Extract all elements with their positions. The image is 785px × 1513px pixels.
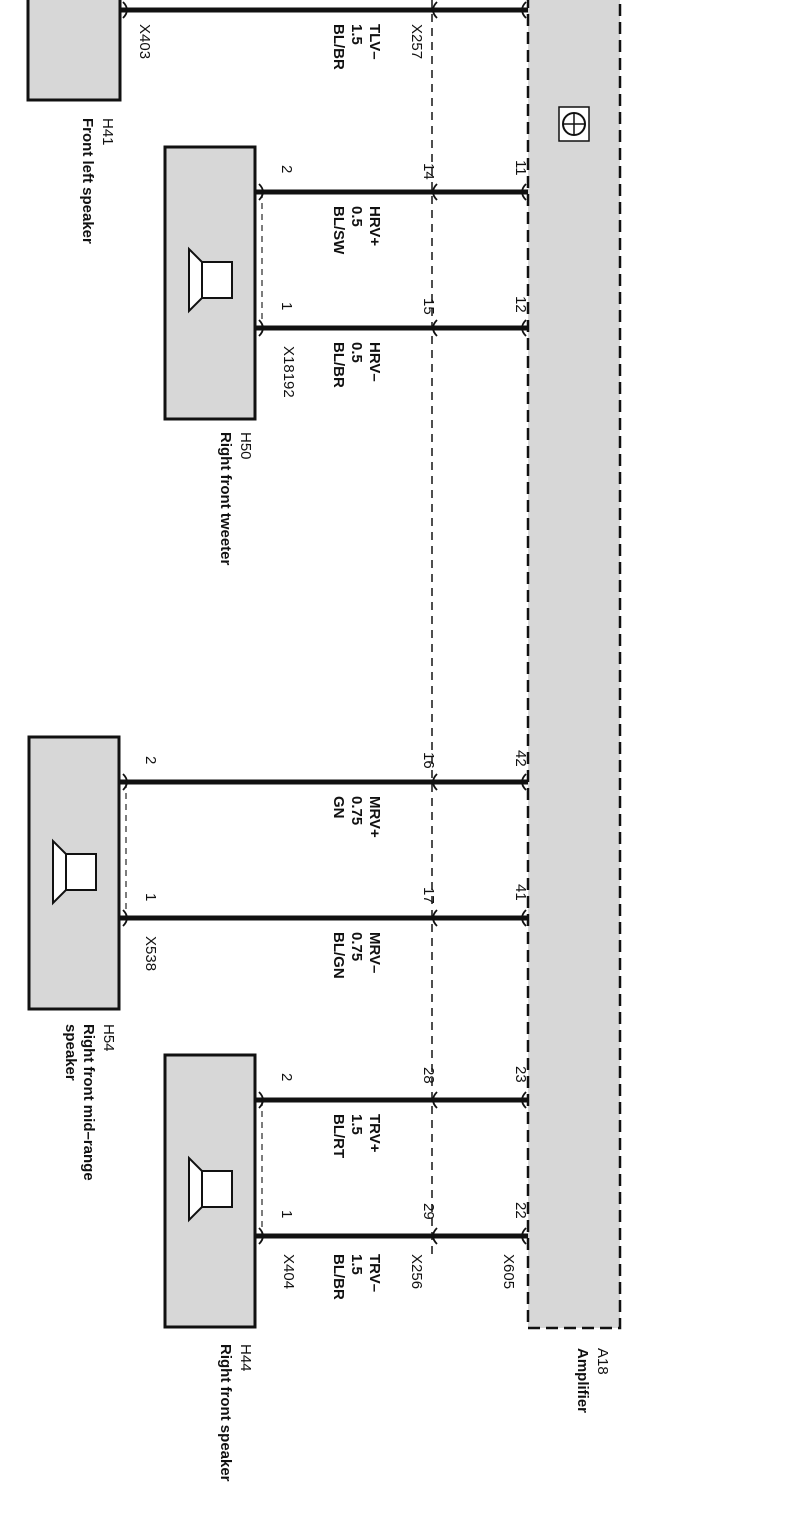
bmw-logo-icon — [558, 106, 590, 142]
wire-mrv-plus-color: GN — [330, 796, 347, 819]
h54-connector: X538 — [142, 936, 159, 971]
h54-name-line1: Right front mid–range — [80, 1024, 97, 1181]
wire-hrv-minus-gauge: 0.5 — [348, 342, 365, 363]
wire-trv-minus-signal: TRV– — [366, 1254, 383, 1292]
amplifier-id: A18 — [594, 1348, 611, 1375]
speaker-icon — [188, 1155, 233, 1223]
mrv-plus-amp-pin: 42 — [512, 750, 529, 767]
inline-connector-x256: X256 — [408, 1254, 425, 1289]
wire-trv-minus-color: BL/BR — [330, 1254, 347, 1300]
amplifier-outline — [526, 0, 622, 1330]
h44-pin-minus: 1 — [278, 1210, 295, 1218]
wire-mrv-minus-color: BL/GN — [330, 932, 347, 979]
connector-fork-marks — [122, 1, 527, 1245]
mrv-minus-inline-pin: 17 — [420, 887, 437, 904]
h50-name: Right front tweeter — [217, 432, 234, 565]
trv-minus-amp-pin: 22 — [512, 1202, 529, 1219]
amplifier-body — [528, 0, 620, 1328]
wire-mrv-plus-signal: MRV+ — [366, 796, 383, 838]
wire-tlv-signal: TLV– — [366, 24, 383, 60]
hrv-plus-amp-pin: 11 — [512, 160, 529, 176]
speaker-icon — [52, 838, 97, 906]
trv-plus-inline-pin: 28 — [420, 1067, 437, 1084]
h44-connector: X404 — [280, 1254, 297, 1289]
wire-trv-plus-color: BL/RT — [330, 1114, 347, 1158]
inline-connector-x257: X257 — [408, 24, 425, 59]
hrv-minus-inline-pin: 15 — [420, 298, 437, 315]
h44-name: Right front speaker — [217, 1344, 234, 1482]
h41-connector: X403 — [136, 24, 153, 59]
h54-id: H54 — [100, 1024, 117, 1052]
h41-name: Front left speaker — [79, 118, 96, 244]
wire-mrv-plus-gauge: 0.75 — [348, 796, 365, 825]
wire-tlv-gauge: 1.5 — [348, 24, 365, 45]
mrv-plus-inline-pin: 16 — [420, 752, 437, 769]
wire-trv-minus-gauge: 1.5 — [348, 1254, 365, 1275]
h50-pin-minus: 1 — [278, 302, 295, 310]
wire-hrv-plus-signal: HRV+ — [366, 206, 383, 246]
hrv-minus-amp-pin: 12 — [512, 296, 529, 313]
wire-hrv-plus-gauge: 0.5 — [348, 206, 365, 227]
h50-pin-plus: 2 — [278, 165, 295, 173]
speaker-icon — [188, 246, 233, 314]
h50-connector: X18192 — [280, 346, 297, 398]
wire-mrv-minus-gauge: 0.75 — [348, 932, 365, 961]
wire-tlv-color: BL/BR — [330, 24, 347, 70]
wire-trv-plus-signal: TRV+ — [366, 1114, 383, 1153]
h54-pin-minus: 1 — [142, 893, 159, 901]
hrv-plus-inline-pin: 14 — [420, 163, 437, 180]
wire-mrv-minus-signal: MRV– — [366, 932, 383, 973]
trv-plus-amp-pin: 23 — [512, 1066, 529, 1083]
h54-pin-plus: 2 — [142, 756, 159, 764]
h50-id: H50 — [237, 432, 254, 460]
amplifier-connector-x605: X605 — [500, 1254, 517, 1289]
h41-component — [26, 0, 122, 102]
h41-id: H41 — [99, 118, 116, 146]
mrv-minus-amp-pin: 41 — [512, 884, 529, 901]
wire-hrv-minus-color: BL/BR — [330, 342, 347, 388]
h44-pin-plus: 2 — [278, 1073, 295, 1081]
amplifier-name: Amplifier — [574, 1348, 591, 1413]
trv-minus-inline-pin: 29 — [420, 1203, 437, 1220]
h44-id: H44 — [237, 1344, 254, 1372]
wire-hrv-plus-color: BL/SW — [330, 206, 347, 255]
h54-name-line2: speaker — [62, 1024, 79, 1081]
wire-trv-plus-gauge: 1.5 — [348, 1114, 365, 1135]
wire-hrv-minus-signal: HRV– — [366, 342, 383, 382]
